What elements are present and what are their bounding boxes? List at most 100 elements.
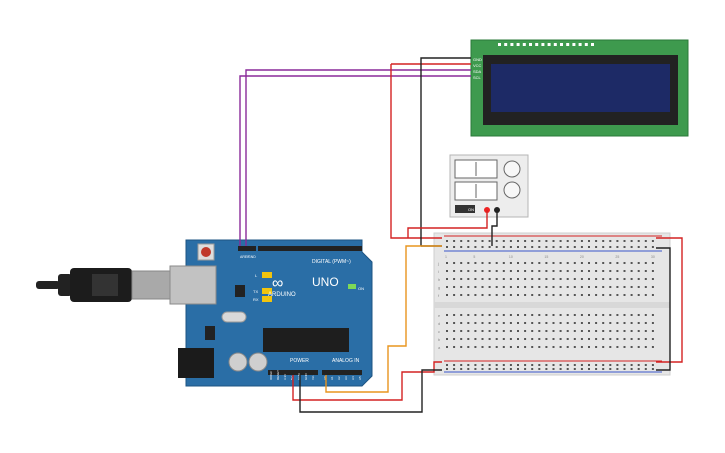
wire-orange[interactable] [325, 245, 442, 393]
breadboard-hole[interactable] [588, 368, 590, 370]
breadboard-hole[interactable] [517, 346, 519, 348]
breadboard-hole[interactable] [453, 346, 456, 348]
breadboard-hole[interactable] [573, 278, 576, 280]
breadboard-hole[interactable] [531, 322, 534, 324]
breadboard-hole[interactable] [630, 368, 633, 370]
breadboard-hole[interactable] [580, 270, 583, 272]
power-supply[interactable]: ON [449, 154, 529, 218]
breadboard-hole[interactable] [509, 294, 512, 296]
breadboard-hole[interactable] [573, 346, 576, 348]
breadboard-hole[interactable] [552, 346, 555, 348]
aref-header[interactable] [238, 246, 256, 251]
breadboard-hole[interactable] [467, 364, 470, 366]
breadboard-hole[interactable] [467, 286, 470, 288]
breadboard-hole[interactable] [651, 294, 654, 296]
lcd-pin-scl[interactable]: SCL [473, 75, 482, 80]
breadboard-hole[interactable] [616, 368, 619, 370]
breadboard-hole[interactable] [517, 338, 519, 340]
breadboard-hole[interactable] [453, 286, 456, 288]
breadboard-hole[interactable] [623, 346, 626, 348]
breadboard-hole[interactable] [588, 294, 590, 296]
breadboard-hole[interactable] [616, 294, 619, 296]
breadboard-hole[interactable] [559, 338, 562, 340]
breadboard-hole[interactable] [630, 364, 633, 366]
breadboard-hole[interactable] [595, 364, 598, 366]
breadboard-hole[interactable] [545, 270, 548, 272]
breadboard-hole[interactable] [446, 368, 448, 370]
arduino-uno-board[interactable]: ∞ ARDUINO UNO DIGITAL (PWM~) POWER ANALO… [169, 239, 373, 387]
breadboard-hole[interactable] [595, 338, 598, 340]
breadboard-hole[interactable] [602, 364, 605, 366]
breadboard-hole[interactable] [467, 338, 470, 340]
breadboard-hole[interactable] [453, 278, 456, 280]
breadboard-hole[interactable] [474, 314, 477, 316]
breadboard-hole[interactable] [517, 286, 519, 288]
breadboard-hole[interactable] [460, 294, 463, 296]
breadboard-hole[interactable] [609, 368, 612, 370]
breadboard-hole[interactable] [595, 240, 598, 242]
breadboard-hole[interactable] [509, 368, 512, 370]
breadboard-hole[interactable] [467, 246, 470, 248]
breadboard-hole[interactable] [531, 294, 534, 296]
breadboard-hole[interactable] [595, 294, 598, 296]
breadboard-hole[interactable] [453, 330, 456, 332]
breadboard-hole[interactable] [460, 246, 463, 248]
breadboard-hole[interactable] [580, 286, 583, 288]
breadboard-hole[interactable] [595, 270, 598, 272]
breadboard-hole[interactable] [623, 262, 626, 264]
breadboard-hole[interactable] [644, 364, 647, 366]
breadboard-hole[interactable] [580, 246, 583, 248]
breadboard-hole[interactable] [531, 270, 534, 272]
breadboard-hole[interactable] [509, 278, 512, 280]
breadboard-hole[interactable] [559, 240, 562, 242]
breadboard-hole[interactable] [602, 330, 605, 332]
breadboard-hole[interactable] [474, 364, 477, 366]
breadboard-hole[interactable] [545, 322, 548, 324]
breadboard-hole[interactable] [531, 346, 534, 348]
breadboard-hole[interactable] [538, 314, 541, 316]
breadboard-hole[interactable] [559, 262, 562, 264]
breadboard-hole[interactable] [524, 240, 527, 242]
breadboard-hole[interactable] [446, 294, 448, 296]
breadboard-hole[interactable] [588, 330, 590, 332]
breadboard-hole[interactable] [460, 270, 463, 272]
breadboard-hole[interactable] [509, 240, 512, 242]
breadboard-hole[interactable] [573, 286, 576, 288]
breadboard-hole[interactable] [502, 338, 505, 340]
breadboard-hole[interactable] [566, 240, 569, 242]
breadboard-hole[interactable] [495, 330, 498, 332]
breadboard-hole[interactable] [495, 322, 498, 324]
breadboard-hole[interactable] [637, 262, 640, 264]
breadboard-hole[interactable] [651, 240, 654, 242]
breadboard-hole[interactable] [609, 322, 612, 324]
breadboard-hole[interactable] [488, 294, 491, 296]
breadboard-hole[interactable] [545, 314, 548, 316]
breadboard-hole[interactable] [651, 322, 654, 324]
breadboard-hole[interactable] [538, 246, 541, 248]
breadboard-hole[interactable] [602, 278, 605, 280]
breadboard-hole[interactable] [495, 364, 498, 366]
breadboard-hole[interactable] [509, 322, 512, 324]
breadboard-hole[interactable] [538, 346, 541, 348]
breadboard-hole[interactable] [524, 270, 527, 272]
lcd-pin-gnd[interactable]: GND [473, 57, 482, 62]
breadboard-hole[interactable] [517, 368, 519, 370]
breadboard-hole[interactable] [609, 338, 612, 340]
breadboard-hole[interactable] [509, 364, 512, 366]
breadboard-hole[interactable] [488, 314, 491, 316]
breadboard-hole[interactable] [651, 368, 654, 370]
breadboard-hole[interactable] [474, 246, 477, 248]
breadboard-hole[interactable] [566, 286, 569, 288]
breadboard-hole[interactable] [616, 330, 619, 332]
breadboard-hole[interactable] [495, 346, 498, 348]
breadboard-hole[interactable] [524, 346, 527, 348]
breadboard-hole[interactable] [446, 330, 448, 332]
breadboard-hole[interactable] [481, 270, 484, 272]
breadboard-hole[interactable] [545, 364, 548, 366]
breadboard-hole[interactable] [651, 338, 654, 340]
breadboard-hole[interactable] [481, 278, 484, 280]
breadboard-hole[interactable] [538, 338, 541, 340]
breadboard-hole[interactable] [509, 330, 512, 332]
breadboard-hole[interactable] [623, 364, 626, 366]
